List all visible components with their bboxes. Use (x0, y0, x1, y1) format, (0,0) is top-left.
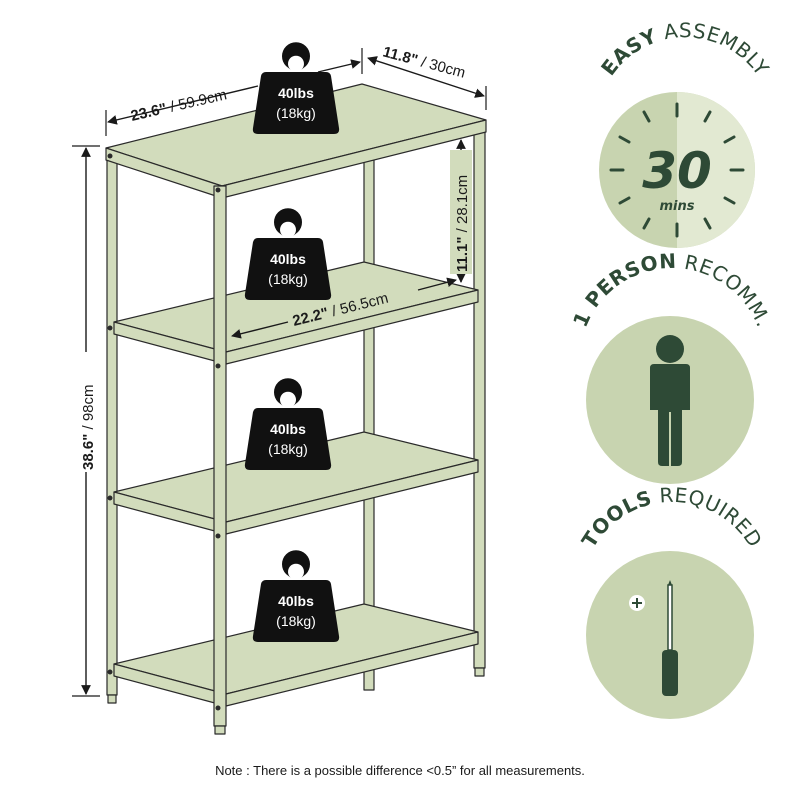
weight-capacity-icons: 40lbs (18kg) 40lbs (18kg) 40lbs (18kg) 40lb… (244, 42, 340, 642)
clock-icon: 30 mins (599, 92, 755, 248)
weight-kg: (18kg) (268, 271, 308, 287)
weight-kg: (18kg) (276, 613, 316, 629)
side-left-post (106, 149, 118, 696)
weight-icon: 40lbs (18kg) (252, 42, 340, 134)
tools-light: REQUIRED (650, 483, 768, 552)
tools-bold: TOOLS (577, 486, 655, 552)
weight-lbs: 40lbs (270, 421, 306, 437)
shelf-gap-dimension: 11.1" / 28.1cm (450, 139, 472, 283)
weight-icon: 40lbs (18kg) (244, 378, 332, 470)
one-person-badge: 1 PERSON RECOMM. (568, 249, 776, 484)
weight-icon: 40lbs (18kg) (252, 550, 340, 642)
shelf-unit (105, 83, 487, 735)
width-cm: / 59.9cm (169, 86, 229, 116)
assembly-time: 30 (642, 142, 712, 200)
depth-inches: 11.8" (381, 43, 420, 69)
assembly-light: ASSEMBLY (653, 18, 774, 80)
weight-lbs: 40lbs (278, 593, 314, 609)
shelf-top (105, 83, 487, 199)
front-post (213, 185, 227, 727)
depth-dimension: 11.8" / 30cm (367, 43, 487, 110)
weight-kg: (18kg) (276, 105, 316, 121)
height-dimension: 38.6" / 98cm (72, 145, 100, 697)
weight-lbs: 40lbs (270, 251, 306, 267)
svg-text:23.6" / 59.9cm: 23.6" / 59.9cm (129, 86, 228, 125)
shelf-second (113, 261, 479, 365)
screwdriver-icon (629, 580, 678, 696)
easy-assembly-badge: EASY ASSEMBLY 30 mins (596, 18, 774, 248)
width-inches: 23.6" (129, 100, 168, 125)
height-inches: 38.6" (80, 434, 97, 470)
svg-text:11.1" / 28.1cm: 11.1" / 28.1cm (454, 175, 471, 272)
measurement-note: Note : There is a possible difference <0… (215, 763, 585, 778)
height-cm: / 98cm (80, 385, 97, 430)
back-right-post (473, 127, 486, 669)
weight-lbs: 40lbs (278, 85, 314, 101)
weight-kg: (18kg) (268, 441, 308, 457)
person-icon (650, 335, 690, 466)
weight-icon: 40lbs (18kg) (244, 208, 332, 300)
shelf-gap-inches: 11.1" (454, 237, 471, 272)
person-light: RECOMM. (676, 249, 776, 330)
assembly-bold: EASY (596, 24, 660, 80)
assembly-unit: mins (660, 199, 695, 214)
shelf-gap-cm: / 28.1cm (454, 175, 471, 233)
tools-required-badge: TOOLS REQUIRED (577, 483, 768, 719)
svg-text:38.6" / 98cm: 38.6" / 98cm (80, 385, 97, 471)
svg-text:EASY ASSEMBLY: EASY ASSEMBLY (596, 18, 774, 80)
svg-text:TOOLS REQUIRED: TOOLS REQUIRED (577, 483, 768, 552)
